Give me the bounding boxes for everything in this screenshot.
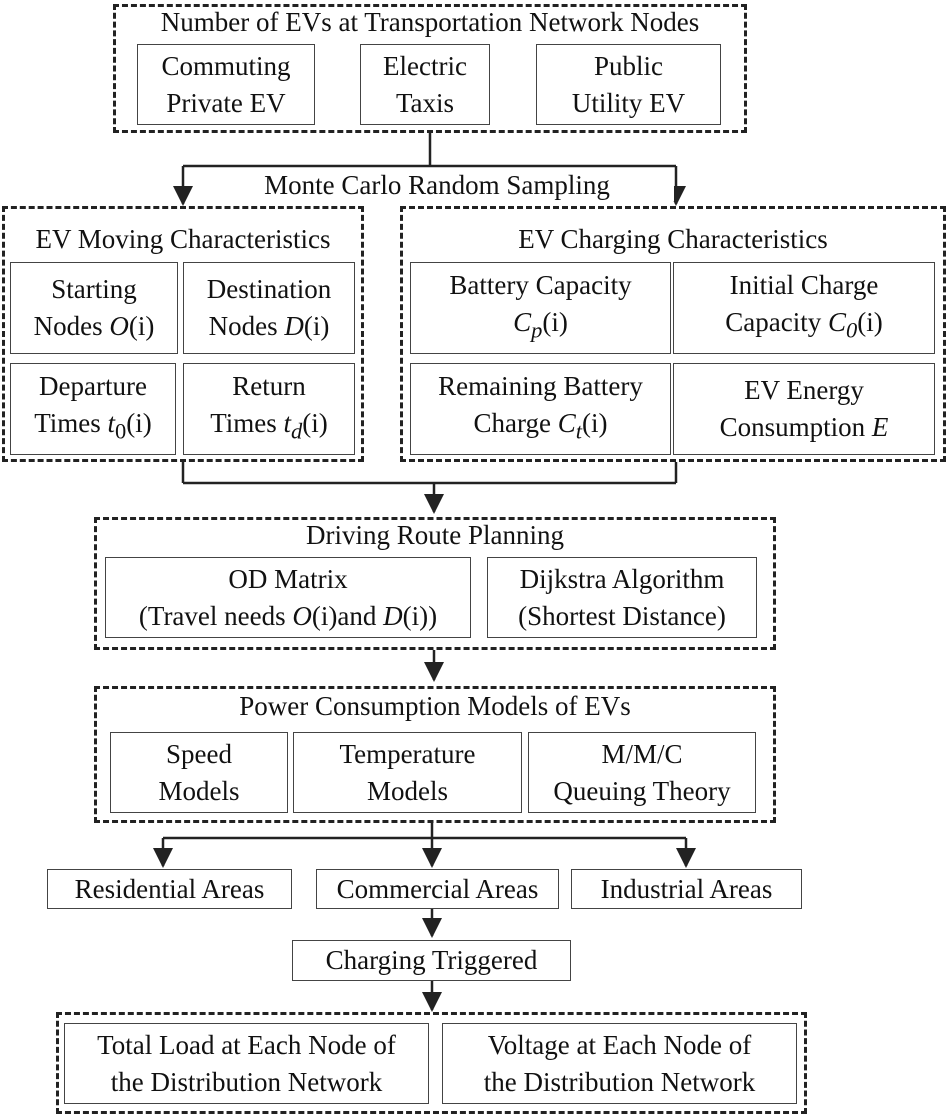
charging-characteristics-group <box>400 206 946 462</box>
power-consumption-group <box>94 686 776 823</box>
initial-charge-box: Initial Charge Capacity C0(i) <box>673 262 935 354</box>
outputs-group <box>56 1012 807 1114</box>
battery-capacity-box: Battery Capacity Cp(i) <box>410 262 671 354</box>
ev-count-title: Number of EVs at Transportation Network … <box>160 7 700 37</box>
residential-areas-box: Residential Areas <box>47 869 292 909</box>
industrial-areas-box: Industrial Areas <box>571 869 802 909</box>
moving-characteristics-group <box>2 206 364 462</box>
monte-carlo-label: Monte Carlo Random Sampling <box>200 169 674 201</box>
remaining-battery-box: Remaining Battery Charge Ct(i) <box>410 363 671 455</box>
dijkstra-box: Dijkstra Algorithm(Shortest Distance) <box>487 557 757 638</box>
destination-nodes-box: Destination Nodes D(i) <box>183 262 355 354</box>
charging-characteristics-title: EV Charging Characteristics <box>518 224 828 254</box>
moving-characteristics-title: EV Moving Characteristics <box>35 224 331 254</box>
route-planning-group <box>94 517 776 650</box>
starting-nodes-box: Starting Nodes O(i) <box>10 262 178 354</box>
power-consumption-title: Power Consumption Models of EVs <box>239 691 631 721</box>
commercial-areas-box: Commercial Areas <box>316 869 559 909</box>
departure-times-box: Departure Times t0(i) <box>10 363 176 455</box>
energy-consumption-box: EV Energy Consumption E <box>673 363 935 455</box>
route-planning-title: Driving Route Planning <box>306 520 564 550</box>
od-matrix-box: OD Matrix (Travel needs O(i)and D(i)) <box>105 557 471 638</box>
charging-triggered-box: Charging Triggered <box>292 940 571 981</box>
ev-count-group <box>113 4 747 133</box>
return-times-box: Return Times td(i) <box>183 363 355 455</box>
